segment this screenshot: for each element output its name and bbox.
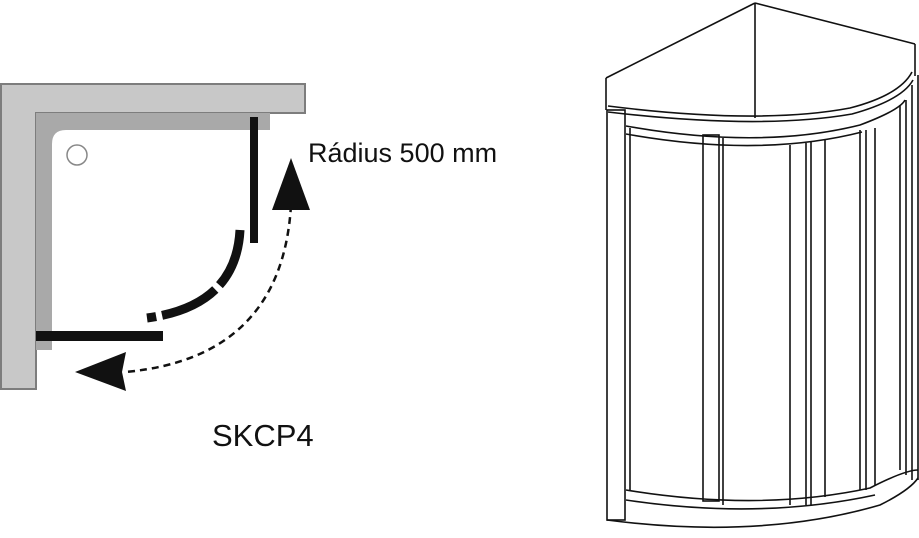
curved-sliding-door: [146, 229, 245, 323]
front-glass-panel: [36, 331, 163, 341]
arrow-up-icon: [272, 158, 310, 210]
arrow-left-icon: [75, 352, 126, 391]
side-glass-panel: [250, 117, 258, 243]
opening-arrow-path: [124, 204, 293, 374]
perspective-view: [605, 2, 919, 529]
floor-plan: [0, 83, 310, 391]
radius-label: Rádius 500 mm: [308, 138, 498, 168]
drain-icon: [66, 144, 88, 166]
model-label: SKCP4: [212, 418, 314, 453]
